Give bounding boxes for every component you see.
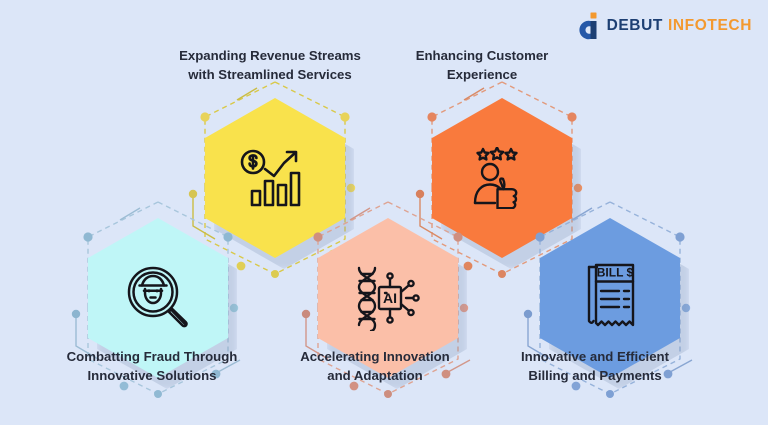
brand-name-primary: DEBUT (606, 17, 663, 35)
caption-revenue-line1: Expanding Revenue Streams (179, 48, 361, 63)
caption-ai-line1: Accelerating Innovation (300, 349, 450, 364)
caption-billing-line2: Billing and Payments (528, 368, 662, 384)
dna-ai-chip-icon: AI (318, 218, 458, 378)
bill-invoice-document-icon: BILL $ (540, 218, 680, 378)
caption-revenue-line2: with Streamlined Services (188, 67, 352, 83)
caption-billing-line1: Innovative and Efficient (520, 349, 670, 364)
caption-customer-line2: Experience (446, 67, 518, 83)
hex-node-ai[interactable]: AI (301, 201, 471, 398)
hex-node-fraud[interactable] (71, 201, 241, 398)
caption-revenue: Expanding Revenue Streams with Streamlin… (140, 46, 400, 84)
caption-customer-line1: Enhancing Customer (415, 48, 549, 63)
caption-ai-line2: and Adaptation (327, 368, 423, 384)
dollar-bar-chart-growth-icon (205, 98, 345, 258)
caption-fraud: Combatting Fraud Through Innovative Solu… (22, 347, 282, 385)
caption-fraud-line2: Innovative Solutions (87, 368, 217, 384)
brand-name-secondary: INFOTECH (667, 17, 752, 35)
caption-fraud-line1: Combatting Fraud Through (66, 349, 238, 364)
caption-customer: Enhancing Customer Experience (352, 46, 612, 84)
caption-ai: Accelerating Innovation and Adaptation (245, 347, 505, 385)
debut-infotech-logo-icon (574, 12, 600, 40)
bill-label: BILL $ (597, 266, 634, 280)
customer-thumbs-up-stars-icon (432, 98, 572, 258)
hex-node-billing[interactable]: BILL $ (523, 201, 693, 398)
magnifier-fraudster-icon (88, 218, 228, 378)
caption-billing: Innovative and Efficient Billing and Pay… (465, 347, 725, 385)
ai-chip-label: AI (383, 290, 397, 306)
